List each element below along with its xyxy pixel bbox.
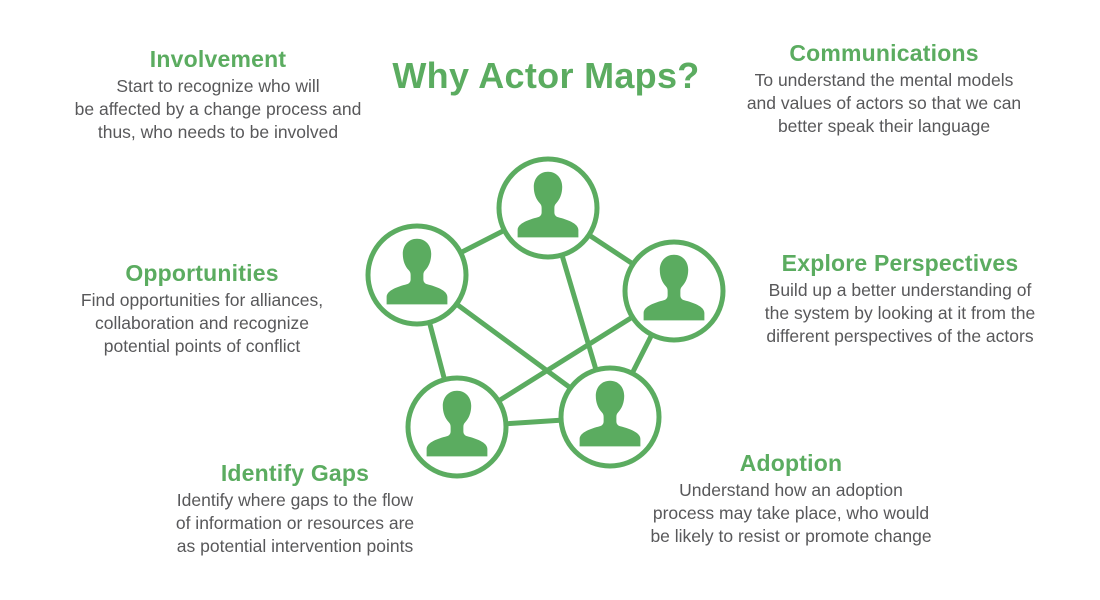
actor-network-diagram <box>365 156 726 479</box>
section-heading: Communications <box>789 40 979 66</box>
section-involvement: Involvement Start to recognize who will … <box>48 46 388 144</box>
section-body: Identify where gaps to the flow of infor… <box>175 490 415 556</box>
section-body: Build up a better understanding of the s… <box>764 280 1036 346</box>
section-body: Find opportunities for alliances, collab… <box>80 290 324 356</box>
section-heading: Adoption <box>739 450 843 476</box>
actor-node-bottom-right <box>558 365 662 469</box>
section-body: To understand the mental models and valu… <box>746 70 1022 136</box>
actor-node-bottom-left <box>405 375 509 479</box>
actor-node-top <box>496 156 600 260</box>
actor-node-left <box>365 223 469 327</box>
actor-node-right <box>622 239 726 343</box>
page-title: Why Actor Maps? <box>392 55 700 96</box>
section-explore-perspectives: Explore Perspectives Build up a better u… <box>730 250 1070 348</box>
section-opportunities: Opportunities Find opportunities for all… <box>32 260 372 358</box>
section-heading: Explore Perspectives <box>781 250 1019 276</box>
section-communications: Communications To understand the mental … <box>714 40 1054 138</box>
section-heading: Involvement <box>149 46 287 72</box>
section-adoption: Adoption Understand how an adoption proc… <box>621 450 961 548</box>
section-heading: Identify Gaps <box>220 460 370 486</box>
section-heading: Opportunities <box>125 260 279 286</box>
section-body: Start to recognize who will be affected … <box>74 76 362 142</box>
network-nodes <box>365 156 726 479</box>
section-identify-gaps: Identify Gaps Identify where gaps to the… <box>125 460 465 558</box>
section-body: Understand how an adoption process may t… <box>650 480 932 546</box>
